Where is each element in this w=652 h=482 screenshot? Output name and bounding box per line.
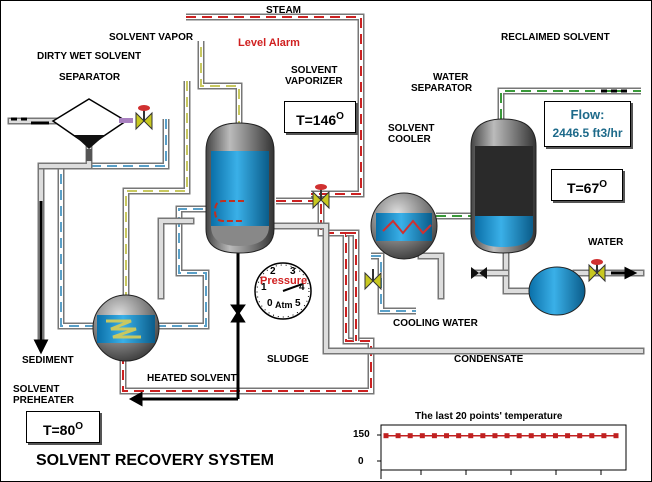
gauge-tick-3: 3 [290,266,296,277]
label-water-separator-2: SEPARATOR [411,83,473,94]
gauge-tick-4: 4 [299,282,305,293]
flow-arrows [11,89,638,407]
temperature-chart [377,424,627,479]
temperature-point [383,433,389,439]
temperature-point [552,433,558,439]
label-steam: STEAM [266,5,301,16]
gauge-unit: Atm [275,300,293,310]
label-reclaimed-solvent: RECLAIMED SOLVENT [501,32,610,43]
temperature-point [431,433,437,439]
gauge-tick-1: 1 [261,282,267,293]
water-tank [528,266,586,316]
degree-sign: O [599,179,608,190]
solvent-preheater [92,294,160,362]
label-sludge: SLUDGE [267,354,309,365]
temperature-point [613,433,619,439]
label-separator: SEPARATOR [59,72,121,83]
gauge-label: Pressure [260,275,308,287]
chart-y-tick-150: 150 [353,429,370,440]
label-dirty-wet-solvent: DIRTY WET SOLVENT [37,51,142,62]
label-cooling-water: COOLING WATER [393,318,478,329]
vaporizer-temp-readout: T=146O [284,101,356,133]
gauge-tick-2: 2 [270,266,276,277]
label-condensate: CONDENSATE [454,354,524,365]
label-solvent-preheater-2: PREHEATER [13,395,74,406]
label-heated-solvent: HEATED SOLVENT [147,373,237,384]
temperature-point [589,433,595,439]
temperature-point [528,433,534,439]
label-solvent-vaporizer-1: SOLVENT [291,65,338,76]
temperature-point [468,433,474,439]
flow-label: Flow: [570,107,605,122]
temperature-point [480,433,486,439]
label-solvent-preheater-1: SOLVENT [13,384,60,395]
preheater-temp-readout: T=80O [26,411,100,443]
temperature-point [540,433,546,439]
flow-readout: Flow: 2446.5 ft3/hr [544,101,631,147]
chart-y-tick-0: 0 [358,456,364,467]
temperature-point [516,433,522,439]
page-title: SOLVENT RECOVERY SYSTEM [36,452,274,469]
reclaimed-solvent-pipe [436,87,641,220]
separator-temp-value: T=67 [566,180,600,196]
degree-sign: O [336,111,344,122]
solvent-vapor-pipe [122,41,243,301]
label-solvent-vaporizer-2: VAPORIZER [285,76,343,87]
degree-sign: O [75,421,84,432]
solvent-vaporizer [205,122,275,254]
gauge-tick-5: 5 [295,298,301,309]
water-separator [470,118,537,254]
solvent-cooler [370,192,438,260]
gauge-tick-0: 0 [267,298,273,309]
temperature-point [577,433,583,439]
temperature-point [444,433,450,439]
label-solvent-cooler-1: SOLVENT [388,123,435,134]
steam-pipe [119,13,375,395]
separator-temp-readout: T=67O [551,169,623,201]
valves [135,105,606,291]
label-solvent-vapor: SOLVENT VAPOR [109,32,194,43]
vaporizer-temp-value: T=146 [296,112,337,128]
separator-vessel [51,98,133,161]
temperature-point [407,433,413,439]
preheater-temp-value: T=80 [42,422,76,438]
chart-title: The last 20 points' temperature [415,411,563,422]
level-alarm: Level Alarm [238,37,300,49]
temperature-point [419,433,425,439]
pressure-gauge [254,262,312,320]
label-water-separator-1: WATER [433,72,469,83]
label-water: WATER [588,237,624,248]
temperature-point [456,433,462,439]
temperature-point [395,433,401,439]
flow-value: 2446.5 ft3/hr [552,126,623,140]
temperature-point [492,433,498,439]
temperature-point [601,433,607,439]
temperature-point [504,433,510,439]
label-solvent-cooler-2: COOLER [388,134,431,145]
temperature-point [565,433,571,439]
label-sediment: SEDIMENT [22,355,74,366]
